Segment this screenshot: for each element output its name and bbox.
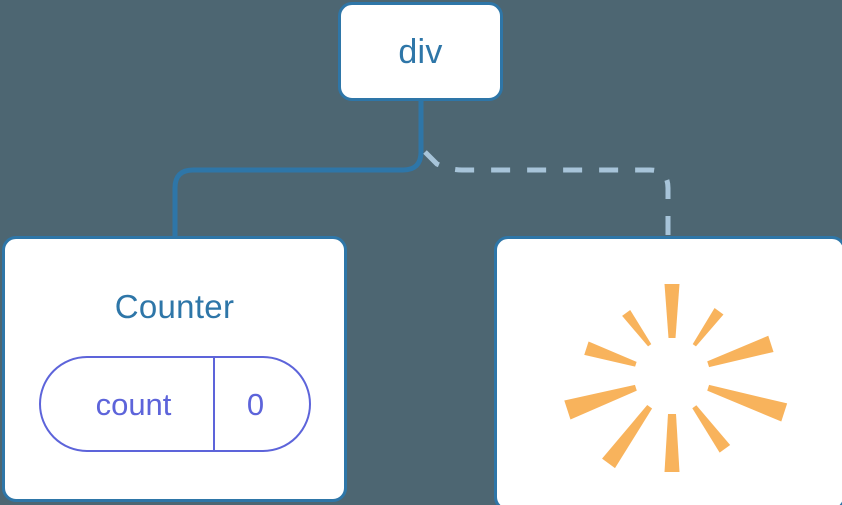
counter-state-pill[interactable]: count 0 xyxy=(38,356,311,452)
spinner-wedge-5 xyxy=(664,413,680,472)
spinner-wedge-2 xyxy=(707,335,774,367)
div-node[interactable]: div xyxy=(338,2,503,101)
spinner-wedge-9 xyxy=(622,309,652,346)
div-to-counter-edge xyxy=(172,98,424,241)
loading-spinner-icon xyxy=(537,251,807,501)
div-node-label: div xyxy=(398,32,443,71)
counter-node-label: Counter xyxy=(114,288,235,325)
counter-state-value: 0 xyxy=(246,386,265,422)
loading-spinner-svg xyxy=(564,283,788,472)
spinner-wedge-3 xyxy=(707,384,788,421)
counter-state-divider xyxy=(212,358,215,450)
spinner-wedge-8 xyxy=(584,341,637,367)
spinner-wedge-6 xyxy=(602,404,653,468)
spinner-wedge-1 xyxy=(692,307,724,346)
spinner-wedge-0 xyxy=(664,283,680,338)
div-to-spinner-edge xyxy=(423,150,671,238)
counter-state-key: count xyxy=(95,386,172,422)
spinner-node[interactable] xyxy=(494,236,842,505)
spinner-wedge-4 xyxy=(692,404,731,453)
counter-node[interactable]: Counter count 0 xyxy=(2,236,347,502)
spinner-wedge-7 xyxy=(564,384,637,419)
